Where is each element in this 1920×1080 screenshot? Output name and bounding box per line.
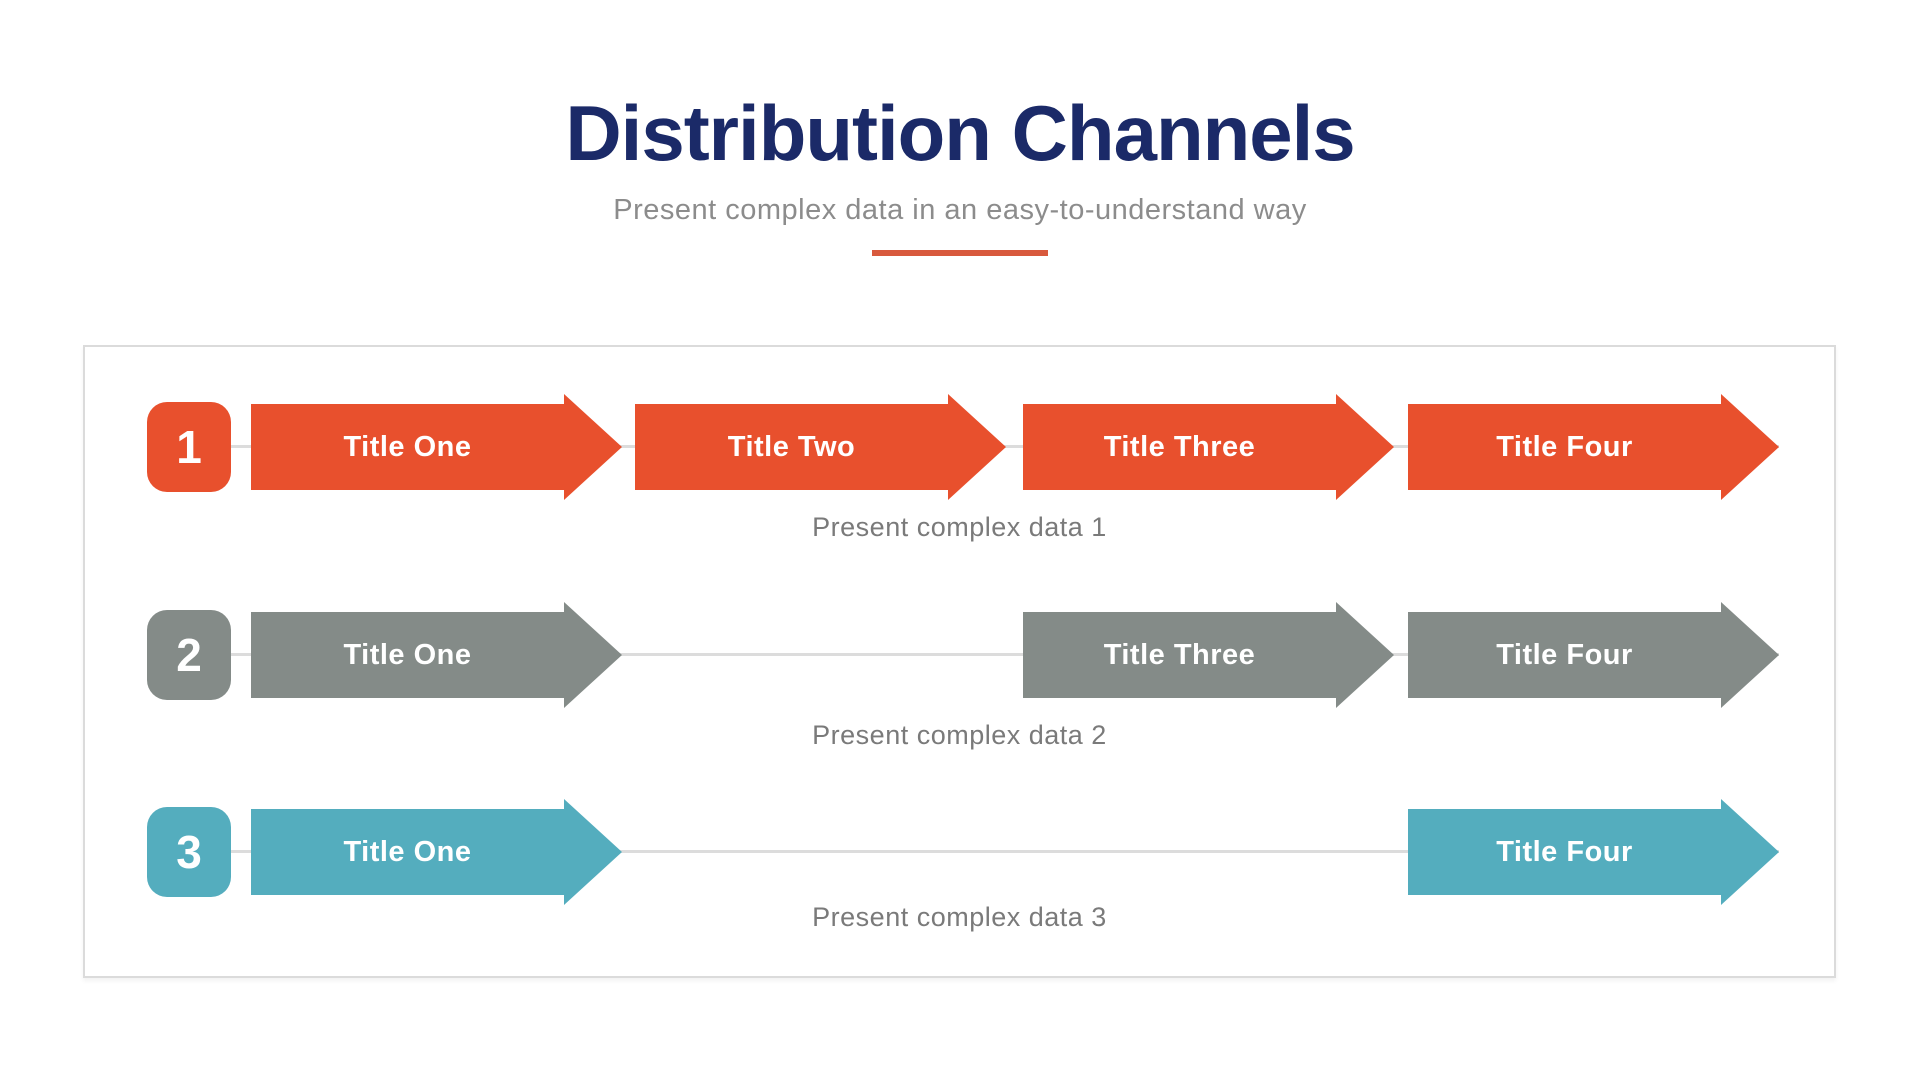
row-connector-line (231, 850, 1779, 853)
arrow-head-icon (564, 602, 622, 708)
arrow-head-icon (1721, 602, 1779, 708)
arrow-title-one: Title One (251, 602, 622, 708)
arrow-body (251, 404, 564, 490)
row-caption: Present complex data 3 (812, 902, 1107, 932)
arrow-body (251, 809, 564, 895)
channel-row-3: 3 Title One Title Four (85, 799, 1834, 905)
arrow-head-icon (1721, 394, 1779, 500)
arrow-label: Title Four (1496, 430, 1633, 463)
arrow-title-two: Title Two (635, 394, 1006, 500)
arrow-head-icon (1721, 799, 1779, 905)
arrow-label: Title One (343, 638, 472, 671)
arrow-body (1023, 612, 1336, 698)
arrow-head-icon (1336, 394, 1394, 500)
row-connector-line (231, 653, 1779, 656)
arrow-title-one: Title One (251, 394, 622, 500)
row-caption: Present complex data 2 (812, 720, 1107, 750)
arrow-label: Title Four (1496, 835, 1633, 868)
arrow-label: Title Three (1103, 430, 1256, 463)
page-title: Distribution Channels (565, 89, 1355, 177)
arrow-track: Title One Title Two Title Three Title Four (251, 394, 1779, 500)
channel-row-1: 1 Title One Title Two Title Three Title Four (85, 394, 1834, 500)
arrow-body (1023, 404, 1336, 490)
arrow-title-one: Title One (251, 799, 622, 905)
accent-divider (872, 250, 1048, 256)
arrow-title-three: Title Three (1023, 602, 1394, 708)
arrow-body (251, 612, 564, 698)
arrow-body (1408, 404, 1721, 490)
arrow-head-icon (564, 799, 622, 905)
arrow-label: Title One (343, 430, 472, 463)
arrow-head-icon (948, 394, 1006, 500)
arrow-head-icon (1336, 602, 1394, 708)
arrow-title-four: Title Four (1408, 602, 1779, 708)
arrow-head-icon (564, 394, 622, 500)
page-subtitle: Present complex data in an easy-to-under… (613, 194, 1307, 226)
arrow-label: Title Four (1496, 638, 1633, 671)
arrow-title-three: Title Three (1023, 394, 1394, 500)
row-number-badge: 3 (147, 807, 231, 897)
arrow-label: Title Two (727, 430, 856, 463)
arrow-body (1408, 809, 1721, 895)
channel-row-2: 2 Title One Title Three Title Four (85, 602, 1834, 708)
arrow-track: Title One Title Three Title Four (251, 602, 1779, 708)
arrow-title-four: Title Four (1408, 394, 1779, 500)
arrow-label: Title One (343, 835, 472, 868)
arrow-label: Title Three (1103, 638, 1256, 671)
arrow-body (635, 404, 948, 490)
arrow-track: Title One Title Four (251, 799, 1779, 905)
arrow-body (1408, 612, 1721, 698)
arrow-title-four: Title Four (1408, 799, 1779, 905)
row-caption: Present complex data 1 (812, 512, 1107, 542)
row-number-badge: 1 (147, 402, 231, 492)
row-number-badge: 2 (147, 610, 231, 700)
